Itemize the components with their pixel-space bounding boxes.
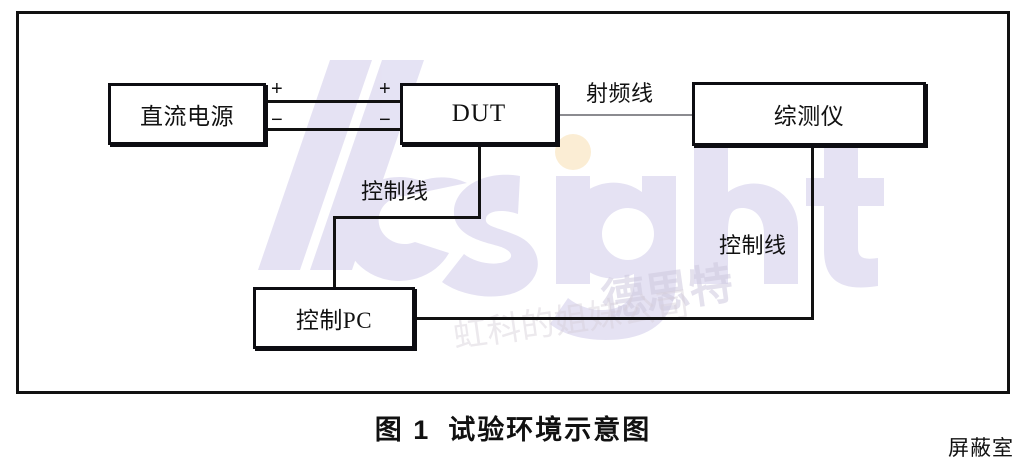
control-wire-dut-segment-horizontal <box>333 216 481 219</box>
dut-negative-terminal-mark: − <box>379 109 391 131</box>
node-dut: DUT <box>400 83 558 145</box>
shielded-room-frame <box>16 11 1010 394</box>
node-control-pc-label: 控制PC <box>295 308 373 333</box>
dc-positive-terminal-mark: + <box>271 78 283 100</box>
node-comprehensive-tester-label: 综测仪 <box>773 104 845 129</box>
node-comprehensive-tester: 综测仪 <box>692 82 926 146</box>
figure-caption-number: 图 1 <box>374 415 431 445</box>
figure-caption: 图 1 试验环境示意图 <box>0 408 1026 447</box>
rf-cable-wire <box>557 114 694 116</box>
power-positive-wire <box>264 100 403 103</box>
control-wire-pc-segment-vertical <box>333 216 336 289</box>
node-dc-power-supply-label: 直流电源 <box>140 104 234 129</box>
figure-caption-title: 试验环境示意图 <box>448 415 652 445</box>
control-line-label-left: 控制线 <box>361 179 429 204</box>
rf-cable-label: 射频线 <box>586 81 654 106</box>
dc-negative-terminal-mark: − <box>271 109 283 131</box>
control-wire-dut-segment-vertical <box>478 144 481 219</box>
node-control-pc: 控制PC <box>253 287 415 349</box>
control-wire-tester-segment-horizontal <box>413 317 814 320</box>
node-dc-power-supply: 直流电源 <box>108 83 266 145</box>
control-wire-tester-segment-vertical <box>811 145 814 320</box>
control-line-label-right: 控制线 <box>719 233 787 258</box>
shielded-room-label: 屏蔽室 <box>948 436 1014 460</box>
dut-positive-terminal-mark: + <box>379 78 391 100</box>
node-dut-label: DUT <box>451 100 507 127</box>
